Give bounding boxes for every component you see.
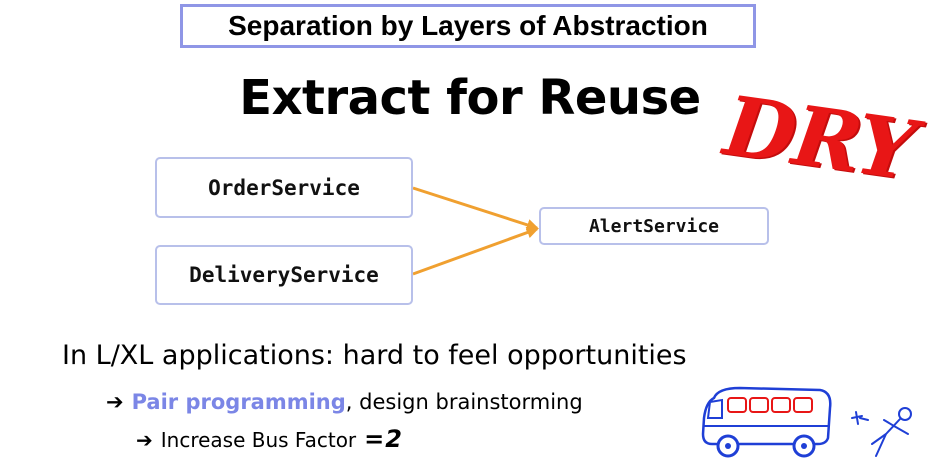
stick-figure-icon	[851, 407, 912, 457]
pair-programming-highlight: Pair programming	[131, 390, 346, 414]
delivery-service-label: DeliveryService	[189, 263, 379, 287]
order-service-label: OrderService	[208, 175, 360, 200]
main-statement: In L/XL applications: hard to feel oppor…	[62, 340, 687, 371]
alert-service-node: AlertService	[539, 207, 769, 245]
slide-header: Separation by Layers of Abstraction	[180, 4, 756, 48]
delivery-service-node: DeliveryService	[155, 245, 413, 305]
edge-order-to-alert	[412, 186, 539, 231]
header-title: Separation by Layers of Abstraction	[228, 10, 708, 41]
edge-delivery-to-alert	[412, 226, 539, 276]
bus-icon	[701, 386, 832, 458]
bus-factor-value: =2	[364, 425, 403, 453]
alert-service-label: AlertService	[588, 215, 720, 237]
slide-title: Extract for Reuse	[239, 70, 701, 126]
right-arrow-icon: ➔	[106, 390, 124, 414]
bullet-pair-programming: ➔ Pair programming, design brainstorming	[106, 390, 583, 414]
order-service-node: OrderService	[155, 157, 413, 218]
bus-factor-text: Increase Bus Factor	[160, 428, 357, 452]
bullet1-rest: , design brainstorming	[345, 390, 583, 414]
right-arrow-icon: ➔	[136, 428, 153, 452]
bullet-bus-factor: ➔ Increase Bus Factor =2	[136, 425, 403, 453]
